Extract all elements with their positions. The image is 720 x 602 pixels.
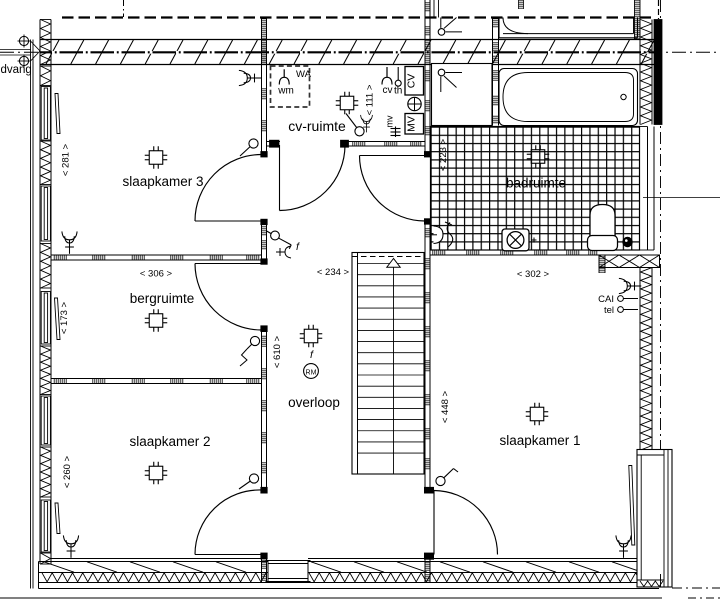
svg-text:CAI: CAI (598, 294, 614, 305)
svg-text:< 111 >: < 111 > (365, 84, 376, 115)
svg-text:mv: mv (385, 115, 395, 127)
svg-text:WA: WA (296, 69, 312, 80)
svg-text:slaapkamer 1: slaapkamer 1 (499, 433, 580, 448)
svg-text:CV: CV (406, 74, 418, 89)
svg-text:tel: tel (604, 305, 614, 316)
svg-text:wm: wm (277, 86, 294, 97)
svg-text:< 173 >: < 173 > (59, 301, 70, 334)
svg-text:< 234 >: < 234 > (317, 267, 350, 278)
svg-text:< 448 >: < 448 > (440, 390, 451, 423)
svg-text:dvang: dvang (1, 64, 32, 76)
svg-text:overloop: overloop (288, 395, 340, 410)
svg-text:< 610 >: < 610 > (272, 335, 283, 368)
svg-text:MV: MV (406, 116, 418, 132)
svg-text:< 302 >: < 302 > (517, 269, 550, 280)
svg-text:bergruimte: bergruimte (130, 291, 195, 306)
svg-text:f: f (296, 241, 300, 253)
svg-text:slaapkamer 2: slaapkamer 2 (129, 434, 210, 449)
svg-text:th: th (394, 86, 402, 97)
svg-text:< 306 >: < 306 > (140, 269, 173, 280)
svg-text:badruimte: badruimte (506, 176, 566, 191)
svg-text:cv: cv (383, 85, 393, 96)
svg-text:< 223 >: < 223 > (438, 138, 449, 171)
svg-text:RM: RM (306, 370, 317, 377)
svg-text:slaapkamer 3: slaapkamer 3 (122, 174, 203, 189)
svg-text:< 260 >: < 260 > (62, 455, 73, 488)
svg-text:< 281 >: < 281 > (61, 143, 72, 176)
svg-text:cv-ruimte: cv-ruimte (288, 118, 346, 134)
svg-text:f: f (310, 349, 314, 361)
